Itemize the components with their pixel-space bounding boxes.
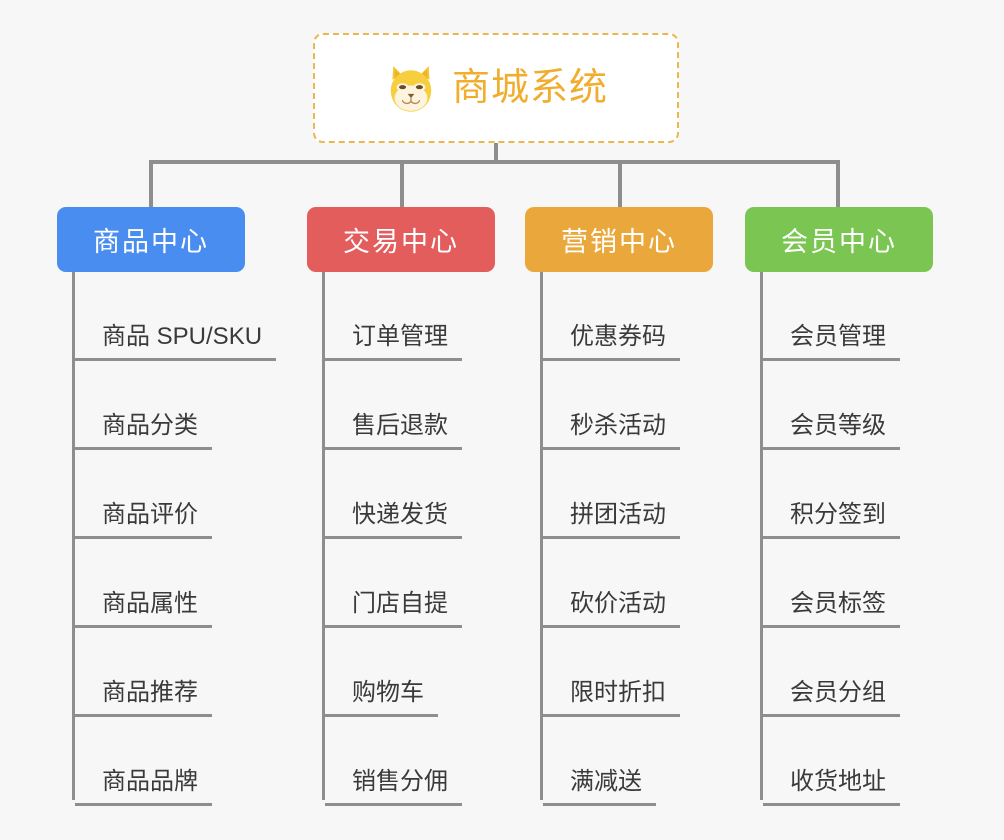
connector-spine-1 [72,272,75,800]
leaf-item[interactable]: 限时折扣 [525,628,745,717]
leaf-label: 秒杀活动 [543,412,680,450]
branch-column-marketing-center: 营销中心 优惠券码 秒杀活动 拼团活动 砍价活动 限时折扣 满减送 [525,207,745,806]
leaf-item[interactable]: 会员管理 [745,272,965,361]
branch-header-marketing-center[interactable]: 营销中心 [525,207,713,272]
leaf-label: 拼团活动 [543,501,680,539]
leaf-list-product-center: 商品 SPU/SKU 商品分类 商品评价 商品属性 商品推荐 商品品牌 [57,272,307,806]
connector-spine-2 [322,272,325,800]
leaf-item[interactable]: 门店自提 [307,539,527,628]
leaf-item[interactable]: 拼团活动 [525,450,745,539]
connector-drop-2 [400,160,404,207]
leaf-item[interactable]: 售后退款 [307,361,527,450]
leaf-label: 商品评价 [75,501,212,539]
leaf-list-marketing-center: 优惠券码 秒杀活动 拼团活动 砍价活动 限时折扣 满减送 [525,272,745,806]
leaf-label: 会员等级 [763,412,900,450]
leaf-label: 商品 SPU/SKU [75,323,277,361]
leaf-item[interactable]: 会员标签 [745,539,965,628]
leaf-item[interactable]: 订单管理 [307,272,527,361]
leaf-item[interactable]: 收货地址 [745,717,965,806]
connector-drop-1 [149,160,153,207]
leaf-item[interactable]: 优惠券码 [525,272,745,361]
leaf-label: 销售分佣 [325,768,462,806]
leaf-item[interactable]: 会员分组 [745,628,965,717]
leaf-label: 会员管理 [763,323,900,361]
leaf-label: 商品属性 [75,590,212,628]
connector-root-stem [494,143,498,164]
leaf-label: 会员标签 [763,590,900,628]
branch-column-product-center: 商品中心 商品 SPU/SKU 商品分类 商品评价 商品属性 商品推荐 商品品牌 [57,207,307,806]
leaf-label: 优惠券码 [543,323,680,361]
branch-column-trade-center: 交易中心 订单管理 售后退款 快递发货 门店自提 购物车 销售分佣 [307,207,527,806]
leaf-item[interactable]: 会员等级 [745,361,965,450]
branch-header-product-center[interactable]: 商品中心 [57,207,245,272]
leaf-item[interactable]: 购物车 [307,628,527,717]
leaf-list-member-center: 会员管理 会员等级 积分签到 会员标签 会员分组 收货地址 [745,272,965,806]
leaf-item[interactable]: 满减送 [525,717,745,806]
leaf-label: 会员分组 [763,679,900,717]
connector-spine-3 [540,272,543,800]
leaf-label: 订单管理 [325,323,462,361]
leaf-label: 满减送 [543,768,656,806]
leaf-item[interactable]: 商品 SPU/SKU [57,272,307,361]
root-node[interactable]: 商城系统 [313,33,679,143]
leaf-item[interactable]: 积分签到 [745,450,965,539]
leaf-item[interactable]: 砍价活动 [525,539,745,628]
leaf-item[interactable]: 商品属性 [57,539,307,628]
shiba-dog-face-icon [384,61,438,115]
connector-spine-4 [760,272,763,800]
root-title: 商城系统 [451,67,608,109]
leaf-label: 商品品牌 [75,768,212,806]
leaf-item[interactable]: 秒杀活动 [525,361,745,450]
connector-drop-4 [836,160,840,207]
leaf-list-trade-center: 订单管理 售后退款 快递发货 门店自提 购物车 销售分佣 [307,272,527,806]
leaf-label: 限时折扣 [543,679,680,717]
leaf-item[interactable]: 商品分类 [57,361,307,450]
connector-drop-3 [618,160,622,207]
leaf-label: 快递发货 [325,501,462,539]
leaf-item[interactable]: 销售分佣 [307,717,527,806]
leaf-label: 收货地址 [763,768,900,806]
leaf-item[interactable]: 商品品牌 [57,717,307,806]
leaf-item[interactable]: 商品推荐 [57,628,307,717]
branch-header-member-center[interactable]: 会员中心 [745,207,933,272]
leaf-label: 购物车 [325,679,438,717]
connector-horizontal-bus [149,160,839,164]
leaf-label: 砍价活动 [543,590,680,628]
leaf-item[interactable]: 快递发货 [307,450,527,539]
leaf-label: 门店自提 [325,590,462,628]
leaf-label: 商品推荐 [75,679,212,717]
leaf-label: 积分签到 [763,501,900,539]
leaf-item[interactable]: 商品评价 [57,450,307,539]
leaf-label: 售后退款 [325,412,462,450]
leaf-label: 商品分类 [75,412,212,450]
branch-header-trade-center[interactable]: 交易中心 [307,207,495,272]
branch-column-member-center: 会员中心 会员管理 会员等级 积分签到 会员标签 会员分组 收货地址 [745,207,965,806]
